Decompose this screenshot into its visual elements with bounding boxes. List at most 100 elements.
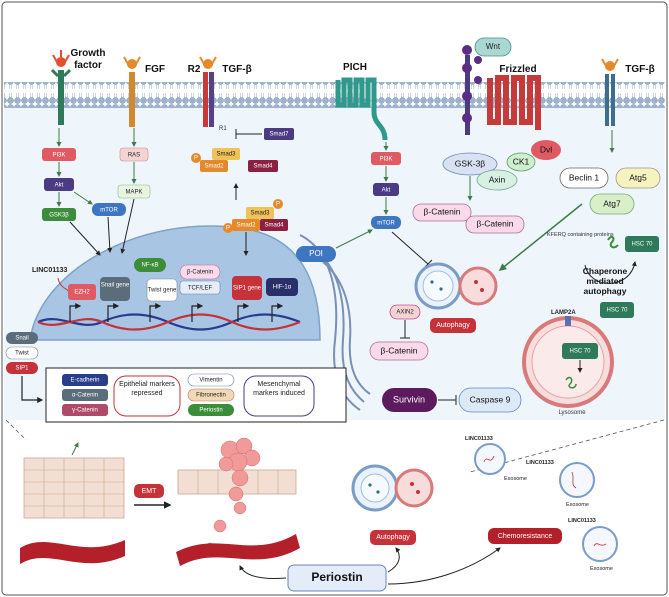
svg-text:Twist: Twist xyxy=(15,351,29,357)
phospho-a xyxy=(191,153,201,163)
svg-text:EZH2: EZH2 xyxy=(74,290,90,296)
svg-text:Twist gene: Twist gene xyxy=(148,288,177,294)
nfkb: NF-κB xyxy=(134,258,166,272)
fgf-label: FGF xyxy=(145,64,165,75)
svg-text:HSC 70: HSC 70 xyxy=(606,308,628,314)
atg7: Atg7 xyxy=(589,193,635,215)
poi-arrow xyxy=(335,229,373,249)
phospho-b xyxy=(273,199,283,209)
akt-mid: Akt xyxy=(373,183,399,196)
wnt-label: Wnt xyxy=(486,42,501,51)
blood-vessel-left xyxy=(20,540,125,564)
frizzled-receptor xyxy=(487,75,541,130)
autophagy-bottom-label: Autophagy xyxy=(370,530,416,545)
a-catenin: α-Catenin xyxy=(62,389,108,401)
bcat-2: β-Catenin xyxy=(465,215,525,234)
smad4-a: Smad4 xyxy=(248,160,278,172)
exosome-1-label: Exosome xyxy=(504,476,527,482)
svg-text:HSC 70: HSC 70 xyxy=(631,242,653,248)
svg-text:Atg7: Atg7 xyxy=(603,198,621,208)
svg-text:SIP1: SIP1 xyxy=(15,366,29,372)
svg-text:GSK-3β: GSK-3β xyxy=(455,158,486,168)
pich-receptor xyxy=(335,77,388,141)
zoom-lines xyxy=(5,419,665,473)
lysosome xyxy=(522,316,614,408)
lamp2a-label: LAMP2A xyxy=(551,310,576,316)
svg-text:Smad2: Smad2 xyxy=(204,164,224,170)
gsk3b-right: GSK-3β xyxy=(442,152,498,176)
svg-text:CK1: CK1 xyxy=(513,156,530,166)
svg-text:Periostin: Periostin xyxy=(199,408,222,414)
linc-3: LINC01133 xyxy=(568,518,596,524)
beclin1: Beclin 1 xyxy=(559,167,609,189)
survivin: Survivin xyxy=(382,388,437,412)
bcat-3: β-Catenin xyxy=(369,341,429,361)
growth-factor-label-1: Growth xyxy=(71,48,106,59)
tgfb-receptor-right xyxy=(601,58,619,126)
svg-text:Atg5: Atg5 xyxy=(629,172,647,182)
svg-text:β-Catenin: β-Catenin xyxy=(423,206,460,216)
svg-text:Fibronectin: Fibronectin xyxy=(196,393,226,399)
hsc70-c: HSC 70 xyxy=(562,343,598,359)
linc-1: LINC01133 xyxy=(465,436,493,442)
svg-text:Smad3: Smad3 xyxy=(216,152,236,158)
poi-box: POI xyxy=(296,246,336,262)
periostin-marker: Periostin xyxy=(188,404,234,416)
svg-text:Caspase 9: Caspase 9 xyxy=(470,394,511,404)
pich-label: PICH xyxy=(343,62,367,73)
autophagosome-bottom xyxy=(351,464,434,512)
growth-factor-receptor xyxy=(50,50,72,125)
ck1: CK1 xyxy=(506,152,536,172)
tgfb-right-label: TGF-β xyxy=(625,64,654,75)
svg-text:HIF-1α: HIF-1α xyxy=(273,285,292,291)
phospho-c xyxy=(223,223,233,233)
svg-text:HSC 70: HSC 70 xyxy=(569,349,591,355)
twist-pill: Twist xyxy=(5,346,39,360)
dna-strand-2 xyxy=(37,313,301,331)
svg-text:Akt: Akt xyxy=(382,188,391,194)
mtor-mid: mTOR xyxy=(371,216,401,229)
phospho-c-label: P xyxy=(226,226,230,232)
tgfb-left-label: TGF-β xyxy=(222,64,251,75)
r1-label: R1 xyxy=(219,126,227,132)
smad3-a: Smad3 xyxy=(212,148,240,160)
twist-gene: Twist gene xyxy=(146,278,178,302)
linc-left-label: LINC01133 xyxy=(32,267,68,274)
dvl: Dvl xyxy=(531,140,561,160)
cma-arrow xyxy=(584,261,637,284)
smad2-b: Smad2 xyxy=(232,219,260,231)
hsc70-b: HSC 70 xyxy=(600,302,634,318)
degraded-protein xyxy=(565,376,577,389)
svg-text:PI3K: PI3K xyxy=(379,157,392,163)
epithelium-arrow xyxy=(71,442,79,456)
kferq-label: KFERQ containing proteins xyxy=(547,232,614,238)
svg-text:α-Catenin: α-Catenin xyxy=(72,393,98,399)
svg-text:EMT: EMT xyxy=(142,488,158,495)
g-catenin: γ-Catenin xyxy=(62,404,108,416)
atg5: Atg5 xyxy=(615,167,661,189)
epithelium-right xyxy=(177,437,297,554)
svg-text:γ-Catenin: γ-Catenin xyxy=(72,408,98,414)
exosome-1 xyxy=(474,443,506,475)
nuc-bcat: β-Catenin xyxy=(179,264,221,280)
mapk-box: MAPK xyxy=(117,184,151,199)
exosome-3-label: Exosome xyxy=(590,566,613,572)
svg-text:Snail gene: Snail gene xyxy=(101,283,130,289)
svg-text:Smad7: Smad7 xyxy=(269,132,289,138)
linc-2: LINC01133 xyxy=(526,460,554,466)
beclin-to-autophagy xyxy=(498,203,583,271)
cma-line3: autophagy xyxy=(584,286,627,296)
mtor-left: mTOR xyxy=(92,203,126,216)
snail-pill: Snail xyxy=(6,332,38,344)
svg-text:Beclin 1: Beclin 1 xyxy=(569,172,600,182)
cma-line2: mediated xyxy=(586,276,623,286)
pi3k-mid: PI3K xyxy=(371,152,401,165)
growth-factor-label-2: factor xyxy=(74,60,102,71)
svg-text:MAPK: MAPK xyxy=(125,190,142,196)
cell-membrane xyxy=(4,82,665,108)
svg-text:SIP1 gene: SIP1 gene xyxy=(233,286,262,292)
chemoresistance-label: Chemoresistance xyxy=(488,528,562,544)
axin2-inhibit xyxy=(400,320,410,339)
tcf-lef: TCF/LEF xyxy=(179,280,221,295)
ezh2: EZH2 xyxy=(68,284,96,300)
